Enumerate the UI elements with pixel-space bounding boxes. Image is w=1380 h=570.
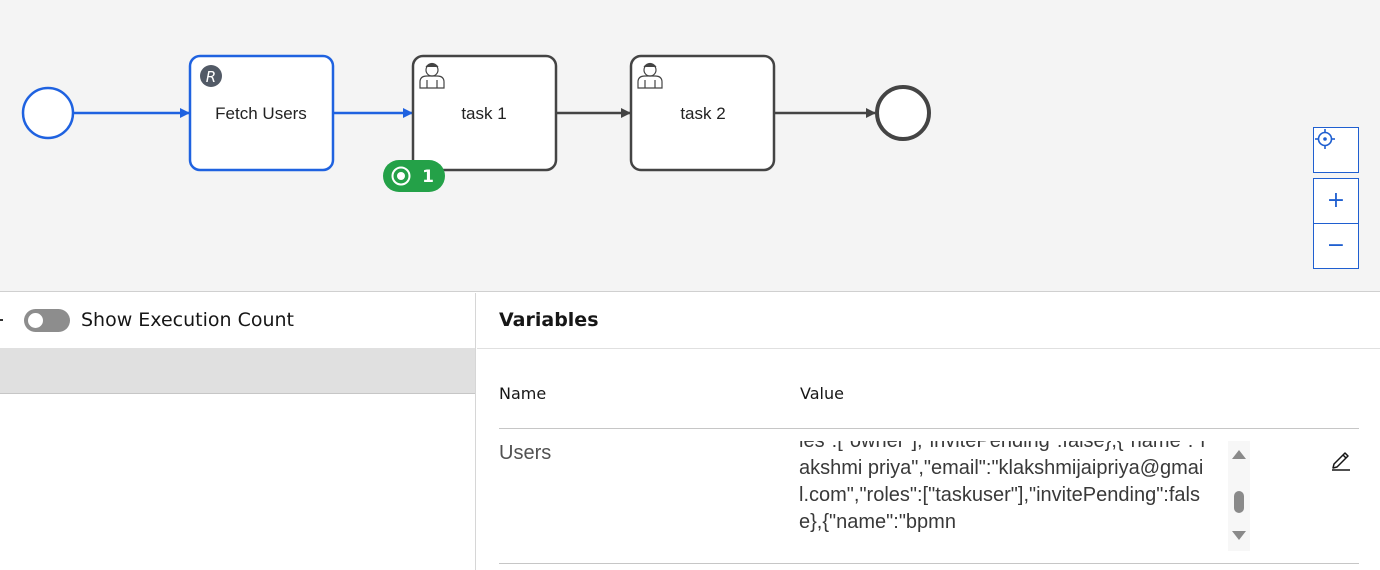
recenter-button[interactable] (1313, 127, 1359, 173)
plus-icon: + (1326, 188, 1346, 213)
column-header-value: Value (800, 384, 844, 403)
task-label: Fetch Users (215, 104, 307, 123)
bpmn-diagram: R Fetch Users task 1 (21, 54, 931, 192)
start-event[interactable] (21, 86, 75, 140)
task-label: task 2 (680, 104, 725, 123)
zoom-out-button[interactable]: − (1313, 223, 1359, 269)
row-divider (499, 563, 1359, 564)
left-panel: Show Execution Count (0, 293, 476, 570)
process-diagram-canvas[interactable]: R Fetch Users task 1 (0, 0, 1380, 292)
header-divider (499, 428, 1359, 429)
task-label: task 1 (461, 104, 506, 123)
variables-header: Variables (477, 293, 1380, 349)
crosshair-icon (1315, 129, 1335, 149)
left-panel-selected-row[interactable] (0, 348, 475, 394)
scroll-down-arrow-icon[interactable] (1232, 531, 1246, 540)
scroll-thumb[interactable] (1234, 491, 1244, 513)
variable-value: les":["owner"],"invitePending":false},{"… (799, 441, 1205, 533)
task-task-1[interactable]: task 1 (411, 54, 558, 172)
variables-title: Variables (499, 309, 599, 331)
token-count: 1 (422, 167, 434, 187)
variable-value-scroll-area[interactable]: les":["owner"],"invitePending":false},{"… (799, 441, 1207, 551)
value-scrollbar[interactable] (1228, 441, 1250, 551)
task-fetch-users[interactable]: R Fetch Users (188, 54, 335, 172)
zoom-in-button[interactable]: + (1313, 178, 1359, 224)
end-event[interactable] (875, 85, 931, 141)
edit-variable-button[interactable] (1329, 447, 1353, 471)
execution-count-toggle-row: Show Execution Count (0, 293, 475, 348)
active-token-badge[interactable]: 1 (383, 160, 445, 192)
user-task-icon (419, 62, 445, 89)
user-task-icon (637, 62, 663, 89)
script-task-icon (200, 65, 222, 87)
execution-count-label: Show Execution Count (81, 309, 295, 331)
toggle-knob (28, 313, 43, 328)
pencil-icon (1332, 452, 1350, 471)
execution-count-toggle[interactable] (24, 309, 70, 332)
column-header-name: Name (499, 384, 547, 403)
variables-panel: Variables Name Value Users les":["owner"… (477, 293, 1380, 570)
panel-edge-marker (0, 319, 3, 321)
scroll-up-arrow-icon[interactable] (1232, 450, 1246, 459)
variable-name: Users (499, 442, 552, 464)
minus-icon: − (1326, 233, 1346, 258)
active-token-icon (391, 166, 411, 186)
script-task-marker: R (206, 68, 216, 86)
task-task-2[interactable]: task 2 (629, 54, 776, 172)
